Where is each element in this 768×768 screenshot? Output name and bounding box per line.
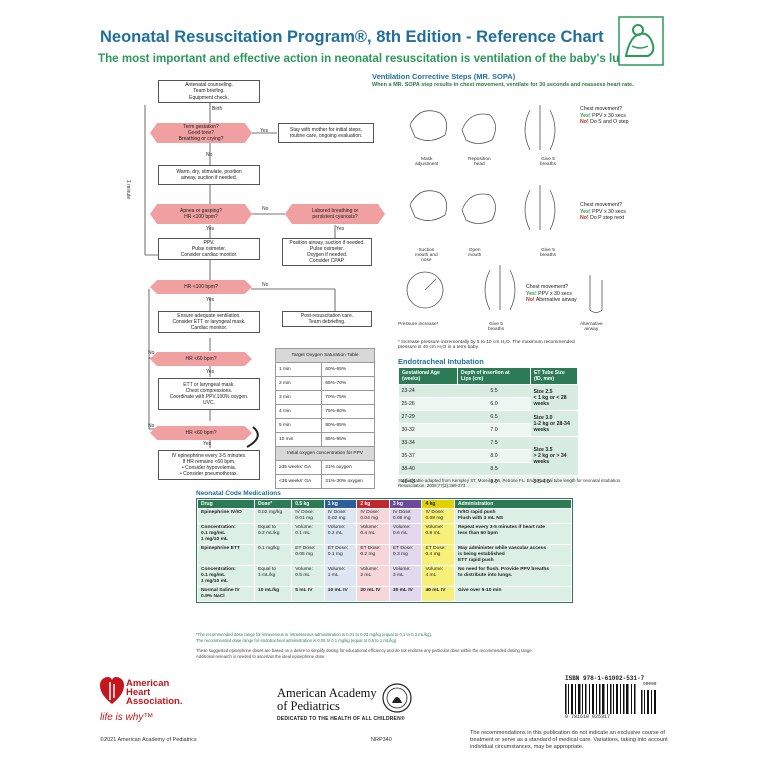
- ett-source: Studied table adapted from Kempley ST, M…: [398, 478, 622, 488]
- flow-hr100-decision: HR <100 bpm?: [150, 280, 252, 294]
- sopa-label-reposition: Reposition head: [468, 157, 491, 167]
- flow-birth-label: Birth: [212, 106, 223, 112]
- meds-table: Drug Dose* 0.5 kg 1 kg 2 kg 3 kg 4 kg Ad…: [197, 499, 572, 602]
- meds-title: Neonatal Code Medications: [196, 490, 281, 497]
- flow-warm-dry: Warm, dry, stimulate, position airway, s…: [158, 165, 260, 185]
- sopa-check-1: Chest movement? Yes! PPV x 30 secs No! D…: [580, 106, 629, 125]
- flow-hr60-decision-1: HR <60 bpm?: [150, 352, 252, 366]
- aha-heart-logo-icon: [100, 677, 124, 704]
- flow-ensure-ventilation: Ensure adequate ventilation. Consider ET…: [158, 311, 260, 333]
- sopa-label-breaths-2: Give 5 breaths: [540, 248, 556, 258]
- flow-yes-2: Yes: [206, 226, 215, 232]
- flow-no-2: No: [262, 206, 269, 212]
- flow-hr60-decision-2: HR <60 bpm?: [150, 426, 252, 440]
- aap-wordmark: American Academy of Pediatrics: [277, 686, 377, 713]
- nrp-logo-icon: [618, 16, 664, 66]
- sopa-title: Ventilation Corrective Steps (MR. SOPA): [372, 72, 516, 81]
- barcode-icon: [565, 684, 656, 714]
- table-row: Epinephrine ETT 0.1 mg/kg ET Dose: 0.05 …: [197, 544, 572, 566]
- sopa-label-mask: Mask adjustment: [415, 157, 439, 167]
- flow-one-minute: 1 minute: [125, 180, 131, 200]
- table-row: Concentration: 0.1 mg/mL 1 mg/10 mL Equa…: [197, 565, 572, 587]
- page-subtitle: The most important and effective action …: [98, 52, 644, 65]
- sopa-illustrations: [406, 105, 603, 313]
- flow-yes-4: Yes: [206, 297, 215, 303]
- flow-epinephrine: IV epinephrine every 3-5 minutes. If HR …: [158, 450, 260, 480]
- sopa-check-2: Chest movement? Yes! PPV x 30 secs No! D…: [580, 202, 626, 221]
- sopa-pressure-note: * Increase pressure incrementally by 5 t…: [398, 340, 575, 350]
- flow-antenatal: Antenatal counseling. Team briefing. Equ…: [158, 80, 260, 103]
- sopa-subtitle: When a MR. SOPA step results in chest mo…: [372, 82, 634, 88]
- o2-title: Target Oxygen Saturation Table: [275, 348, 375, 363]
- table-row: Normal Saline IV 0.9% NaCl 10 mL/kg 5 mL…: [197, 586, 572, 602]
- sopa-label-breaths-1: Give 5 breaths: [540, 157, 556, 167]
- flow-position-airway: Position airway, suction if needed. Puls…: [282, 238, 372, 266]
- disclaimer: The recommendations in this publication …: [470, 730, 668, 750]
- flow-post-resuscitation: Post-resuscitation care. Team debriefing…: [282, 311, 372, 327]
- barcode-small-number: 90000: [643, 682, 657, 687]
- aha-tagline: life is why™: [100, 712, 154, 723]
- flow-stay-with-mother: Stay with mother for initial steps, rout…: [278, 123, 374, 143]
- sopa-label-pressure: Pressure increase*: [398, 322, 439, 327]
- isbn-text: ISBN 978-1-61002-531-7: [565, 675, 645, 682]
- flow-yes-3: Yes: [336, 226, 345, 232]
- flow-apnea-decision: Apnea or gasping? HR <100 bpm?: [150, 204, 252, 224]
- o2-init-title: Initial oxygen concentration for PPV: [275, 446, 375, 461]
- meds-footnotes: *The recommended dose range for intraven…: [196, 632, 533, 659]
- flow-ppv: PPV. Pulse oximeter. Consider cardiac mo…: [158, 238, 260, 260]
- sopa-label-suction: Suction mouth and nose: [415, 248, 438, 263]
- sopa-label-open-mouth: Open mouth: [468, 248, 482, 258]
- aap-tagline: DEDICATED TO THE HEALTH OF ALL CHILDREN®: [277, 716, 405, 722]
- meds-table-wrapper: Drug Dose* 0.5 kg 1 kg 2 kg 3 kg 4 kg Ad…: [196, 498, 573, 603]
- flow-yes-6: Yes: [203, 441, 212, 447]
- ett-title: Endotracheal Intubation: [398, 357, 484, 366]
- flow-no-1: No: [206, 152, 213, 158]
- barcode-number: 9 781610 025317: [565, 714, 611, 720]
- flow-ett-compressions: ETT or laryngeal mask. Chest compression…: [158, 378, 260, 410]
- product-code: NRP340: [371, 737, 392, 743]
- sopa-label-alt-airway: Alternative airway: [580, 322, 603, 332]
- flow-no-5: No: [148, 423, 155, 429]
- flowchart-connectors: [144, 103, 336, 448]
- page-title: Neonatal Resuscitation Program®, 8th Edi…: [100, 28, 604, 46]
- flow-labored-decision: Labored breathing or persistent cyanosis…: [285, 204, 385, 224]
- flow-term-decision: Term gestation? Good tone? Breathing or …: [150, 123, 252, 143]
- flow-yes-1: Yes: [260, 128, 269, 134]
- aha-wordmark: American Heart Association.: [126, 678, 183, 707]
- sopa-check-3: Chest movement? Yes! PPV x 30 secs No! A…: [526, 284, 577, 303]
- flow-yes-5: Yes: [206, 369, 215, 375]
- table-row: Concentration: 0.1 mg/mL 1 mg/10 mL Equa…: [197, 523, 572, 545]
- copyright: ©2021 American Academy of Pediatrics: [100, 737, 197, 743]
- aap-seal-icon: [382, 683, 412, 713]
- flow-no-4: No: [148, 350, 155, 356]
- table-row: Epinephrine IV/IO 0.02 mg/kg IV Dose: 0.…: [197, 508, 572, 524]
- flow-no-3: No: [262, 282, 269, 288]
- ett-table: Gestational Age (weeks) Depth of Inserti…: [398, 367, 578, 489]
- sopa-label-breaths-3: Give 5 breaths: [488, 322, 504, 332]
